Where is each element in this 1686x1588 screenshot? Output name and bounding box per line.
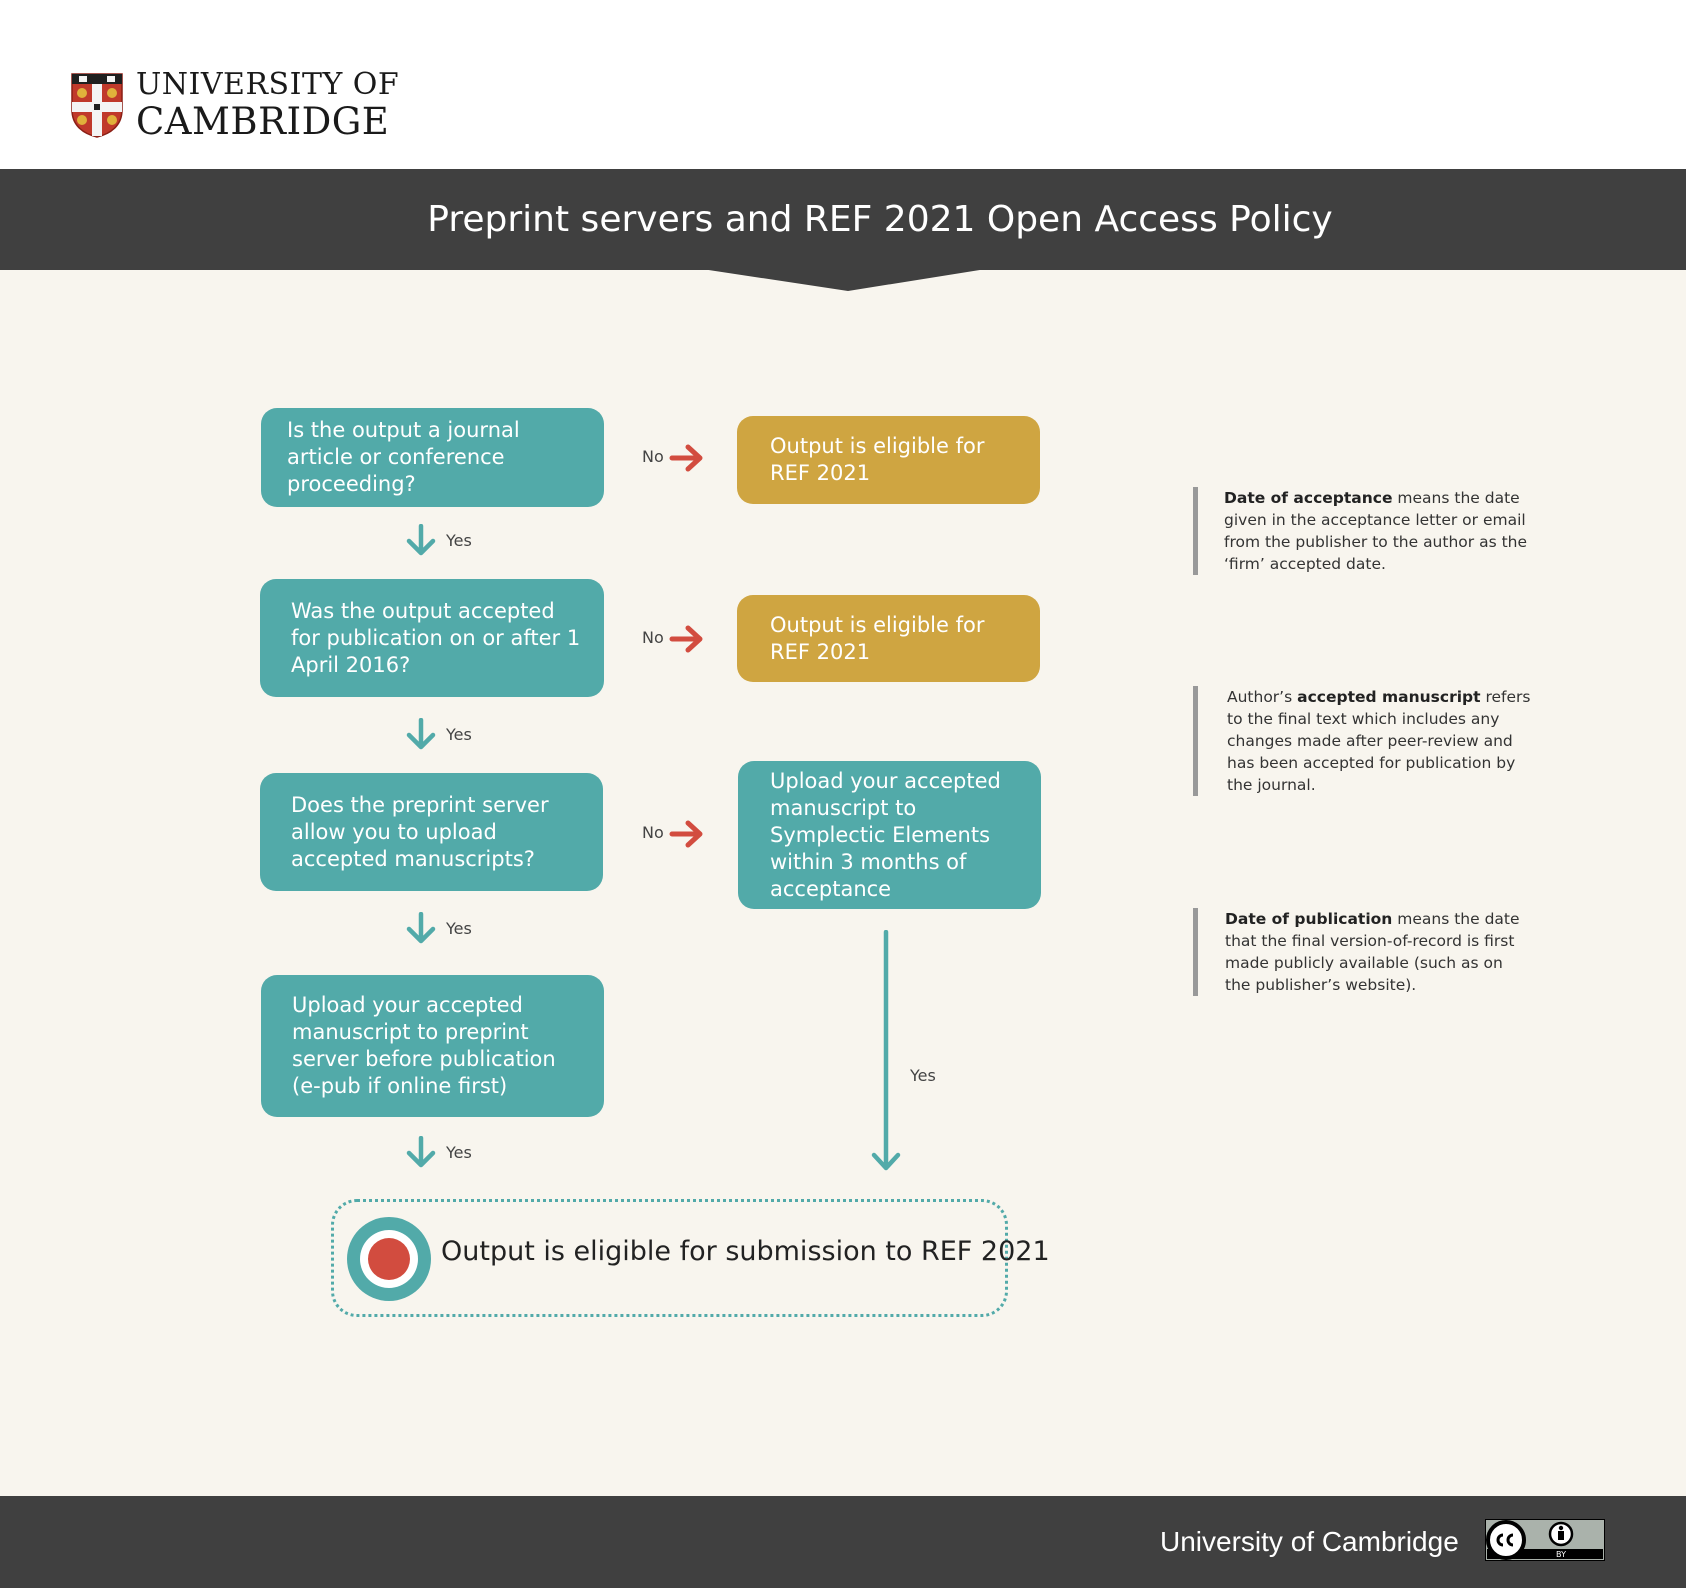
- page-title: Preprint servers and REF 2021 Open Acces…: [427, 199, 1333, 240]
- action-upload-preprint-text: Upload your accepted manuscript to prepr…: [292, 993, 556, 1098]
- final-outcome-text: Output is eligible for submission to REF…: [441, 1236, 1050, 1267]
- university-logo[interactable]: UNIVERSITY OF CAMBRIDGE: [70, 70, 399, 140]
- outcome-eligible-1: Output is eligible for REF 2021: [737, 416, 1040, 504]
- no-label-2: No: [642, 628, 664, 647]
- footer-org-name: University of Cambridge: [1160, 1526, 1459, 1557]
- logo-wordmark: UNIVERSITY OF CAMBRIDGE: [136, 67, 400, 143]
- action-upload-symplectic-text: Upload your accepted manuscript to Sympl…: [770, 768, 1001, 901]
- yes-label-1: Yes: [446, 531, 472, 550]
- no-label-1: No: [642, 447, 664, 466]
- red-arrow-right-icon: [669, 625, 703, 653]
- title-banner: Preprint servers and REF 2021 Open Acces…: [0, 169, 1686, 270]
- logo-line-1: UNIVERSITY OF: [136, 67, 400, 102]
- note-manuscript-text: refers to the final text which includes …: [1227, 688, 1531, 794]
- note-acceptance-text: means the date given in the acceptance l…: [1224, 489, 1528, 573]
- note-date-of-publication: Date of publication means the date that …: [1193, 908, 1533, 996]
- question-journal-article: Is the output a journal article or confe…: [261, 408, 604, 507]
- note-manuscript-prefix: Author’s: [1227, 688, 1298, 706]
- creative-commons-by-badge[interactable]: BY: [1485, 1519, 1605, 1561]
- action-upload-symplectic: Upload your accepted manuscript to Sympl…: [738, 761, 1041, 909]
- outcome-eligible-1-text: Output is eligible for REF 2021: [770, 434, 985, 485]
- question-preprint-server-text: Does the preprint server allow you to up…: [291, 792, 549, 871]
- teal-long-arrow-down-icon: [871, 930, 901, 1171]
- question-accepted-date-text: Was the output accepted for publication …: [291, 598, 581, 677]
- red-arrow-right-icon: [669, 820, 703, 848]
- cc-icon: [1486, 1520, 1526, 1560]
- outcome-eligible-2: Output is eligible for REF 2021: [737, 595, 1040, 682]
- note-publication-term: Date of publication: [1225, 910, 1393, 928]
- note-publication-text: means the date that the final version-of…: [1225, 910, 1520, 994]
- outcome-eligible-2-text: Output is eligible for REF 2021: [770, 612, 985, 664]
- teal-arrow-down-icon: [406, 912, 436, 944]
- red-arrow-right-icon: [669, 444, 703, 472]
- cc-by-label: BY: [1556, 1550, 1566, 1559]
- teal-arrow-down-icon: [406, 718, 436, 750]
- yes-label-5: Yes: [910, 1066, 936, 1085]
- yes-label-2: Yes: [446, 725, 472, 744]
- banner-notch: [702, 269, 986, 291]
- logo-line-2: CAMBRIDGE: [136, 100, 390, 143]
- teal-arrow-down-icon: [406, 1136, 436, 1168]
- action-upload-preprint: Upload your accepted manuscript to prepr…: [261, 975, 604, 1117]
- question-preprint-server: Does the preprint server allow you to up…: [260, 773, 603, 891]
- attribution-icon: [1548, 1521, 1574, 1547]
- teal-arrow-down-icon: [406, 524, 436, 556]
- university-crest-icon: [71, 73, 123, 138]
- yes-label-3: Yes: [446, 919, 472, 938]
- question-accepted-date: Was the output accepted for publication …: [260, 579, 604, 697]
- header: UNIVERSITY OF CAMBRIDGE: [0, 0, 1686, 169]
- note-acceptance-term: Date of acceptance: [1224, 489, 1393, 507]
- note-manuscript-term: accepted manuscript: [1297, 688, 1481, 706]
- footer: [0, 1496, 1686, 1588]
- question-journal-article-text: Is the output a journal article or confe…: [287, 418, 520, 496]
- no-label-3: No: [642, 823, 664, 842]
- note-date-of-acceptance: Date of acceptance means the date given …: [1193, 487, 1533, 575]
- yes-label-4: Yes: [446, 1143, 472, 1162]
- target-icon: [347, 1217, 431, 1301]
- final-outcome-box: [331, 1199, 1008, 1317]
- note-accepted-manuscript: Author’s accepted manuscript refers to t…: [1193, 686, 1533, 796]
